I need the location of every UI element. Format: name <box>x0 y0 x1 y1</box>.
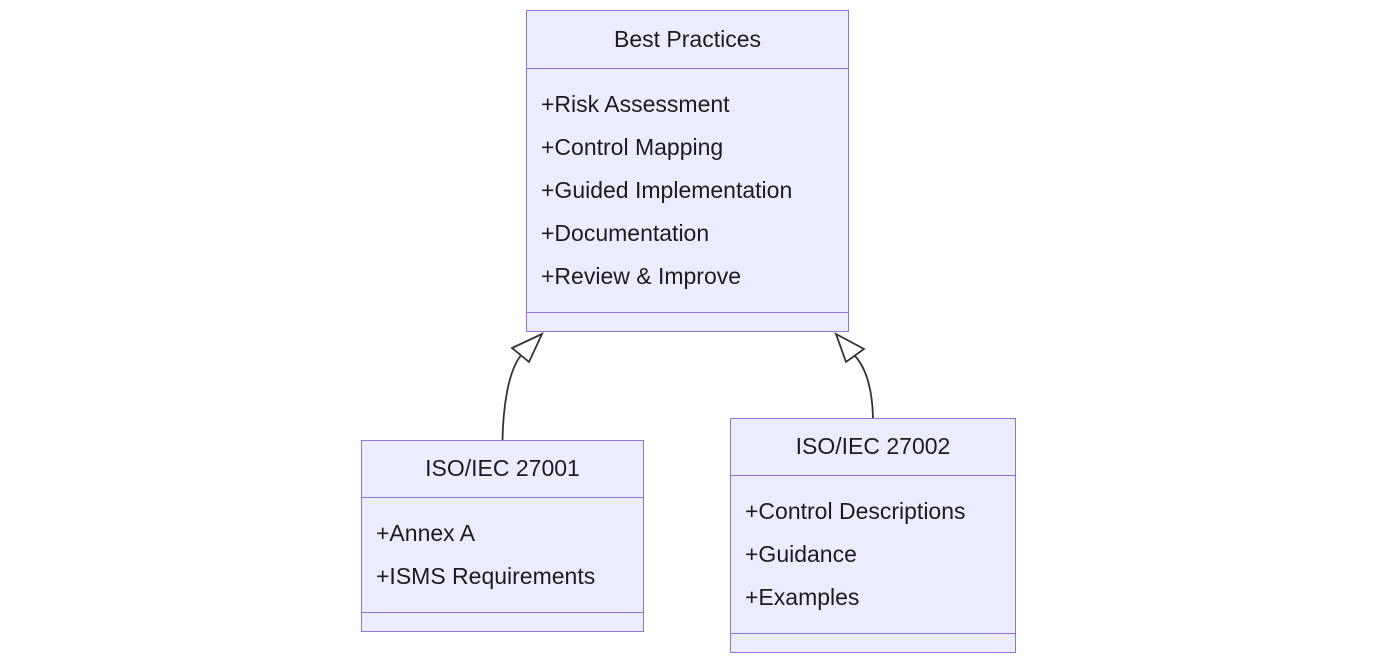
class-member: +Annex A <box>376 520 476 546</box>
inheritance-edge-27002-to-best-practices <box>834 332 874 419</box>
class-members-compartment: +Annex A +ISMS Requirements <box>362 498 643 612</box>
class-member: +Examples <box>745 584 860 610</box>
class-methods-compartment-empty <box>731 633 1015 652</box>
class-member: +Review & Improve <box>541 263 742 289</box>
class-node-best-practices: Best Practices +Risk Assessment +Control… <box>526 10 849 332</box>
inheritance-edge-line <box>854 355 874 419</box>
inheritance-triangle-arrowhead-icon <box>510 332 544 364</box>
class-member: +Risk Assessment <box>541 91 730 117</box>
class-member: +Documentation <box>541 220 710 246</box>
inheritance-triangle-arrowhead-icon <box>834 332 866 364</box>
class-node-iso-iec-27002: ISO/IEC 27002 +Control Descriptions +Gui… <box>730 418 1016 653</box>
class-members-compartment: +Risk Assessment +Control Mapping +Guide… <box>527 69 848 312</box>
class-node-title: ISO/IEC 27002 <box>731 419 1015 476</box>
class-member: +Guided Implementation <box>541 177 793 203</box>
class-member: +Guidance <box>745 541 857 567</box>
class-node-title: ISO/IEC 27001 <box>362 441 643 498</box>
class-members-compartment: +Control Descriptions +Guidance +Example… <box>731 476 1015 633</box>
class-member: +ISMS Requirements <box>376 563 596 589</box>
inheritance-edge-27001-to-best-practices <box>501 332 544 442</box>
inheritance-edge-line <box>501 355 522 442</box>
class-member: +Control Mapping <box>541 134 724 160</box>
class-methods-compartment-empty <box>362 612 643 631</box>
class-node-iso-iec-27001: ISO/IEC 27001 +Annex A +ISMS Requirement… <box>361 440 644 632</box>
class-node-title: Best Practices <box>527 11 848 69</box>
class-methods-compartment-empty <box>527 312 848 331</box>
class-member: +Control Descriptions <box>745 498 966 524</box>
